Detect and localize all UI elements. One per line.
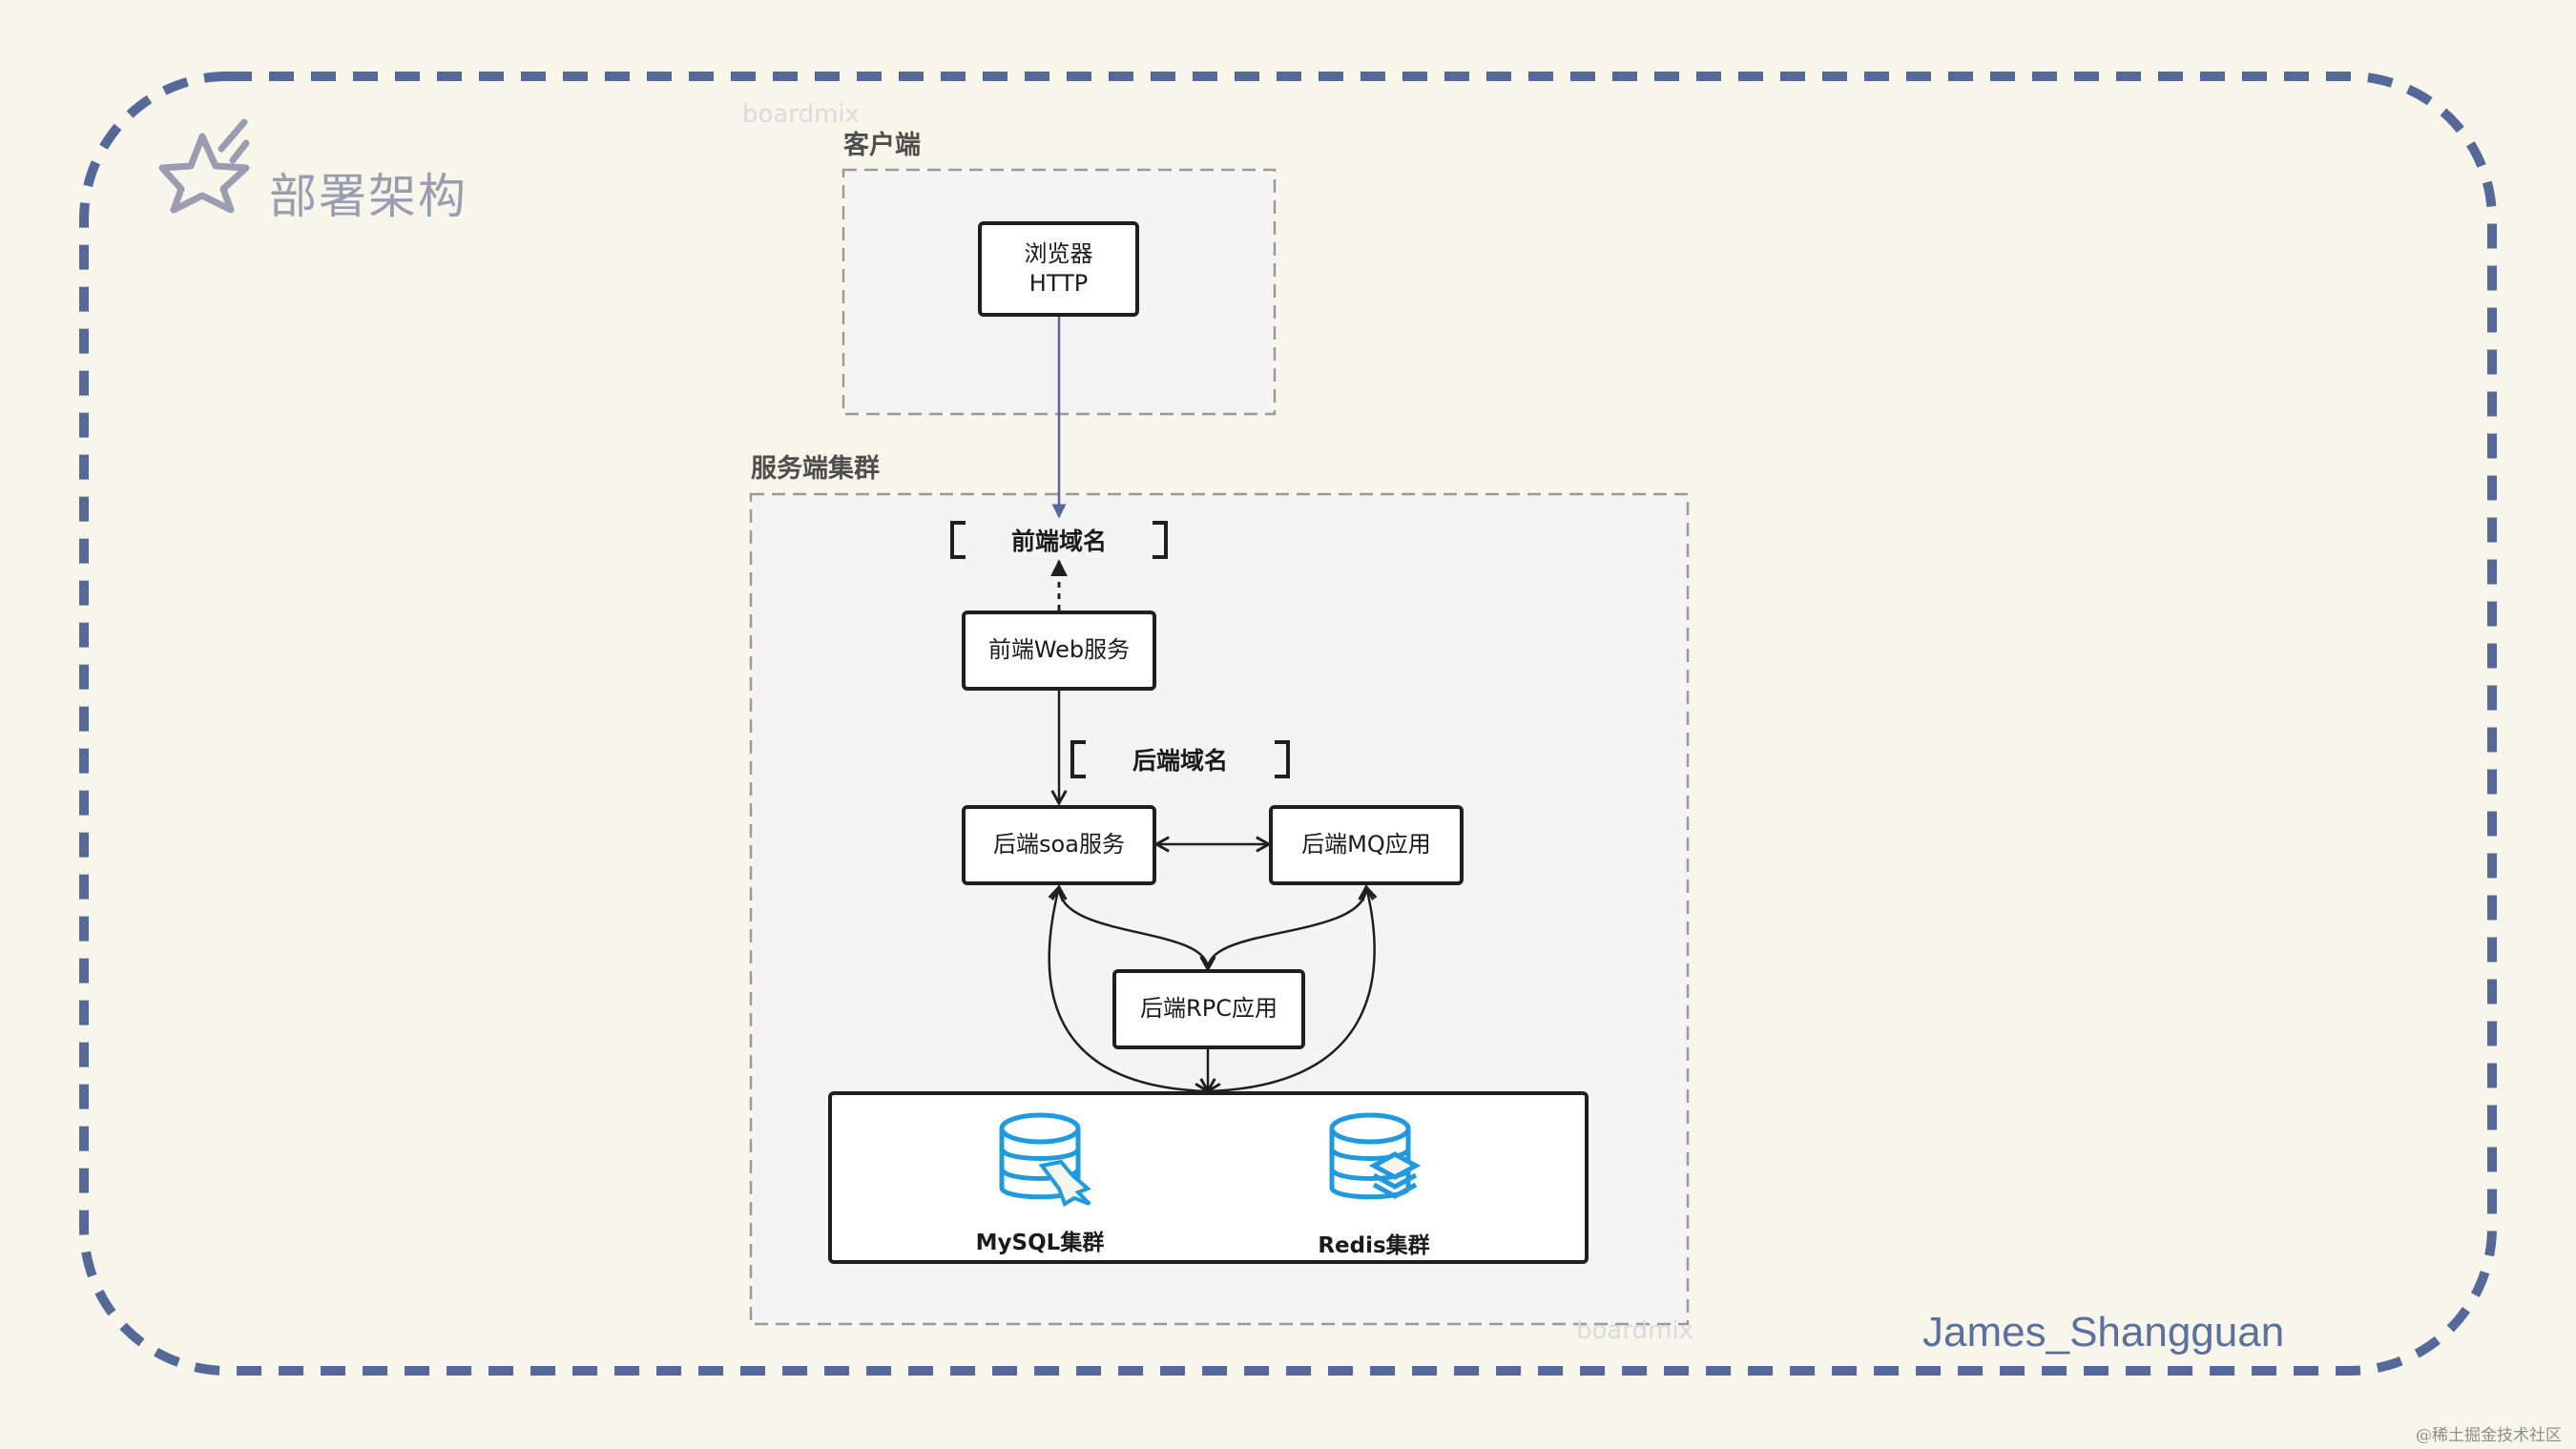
- page-title: 部署架构: [269, 169, 467, 224]
- backend-mq-label: 后端MQ应用: [1301, 831, 1431, 859]
- watermark-bottom: boardmix: [1576, 1316, 1694, 1345]
- source-credit: @稀土掘金技术社区: [2416, 1426, 2562, 1445]
- connector-mq-storage: [1208, 887, 1375, 1091]
- storage-container: [828, 1091, 1589, 1264]
- backend-rpc-label: 后端RPC应用: [1140, 995, 1278, 1023]
- frontend-web-service-node: 前端Web服务: [962, 611, 1156, 691]
- backend-rpc-node: 后端RPC应用: [1112, 969, 1305, 1049]
- star-icon: [158, 118, 250, 214]
- server-group-label: 服务端集群: [751, 454, 880, 484]
- redis-cluster-label: Redis集群: [1318, 1233, 1430, 1258]
- backend-domain-label: 后端域名: [1132, 747, 1228, 775]
- outer-dashed-frame: [79, 72, 2497, 1376]
- author-signature: James_Shangguan: [1922, 1309, 2285, 1356]
- backend-soa-label: 后端soa服务: [993, 831, 1125, 859]
- browser-node-title: 浏览器: [1024, 239, 1093, 267]
- watermark-top: boardmix: [742, 100, 861, 129]
- backend-soa-node: 后端soa服务: [962, 805, 1156, 885]
- frontend-domain-bracket-left: [950, 521, 966, 559]
- mysql-database-icon: [999, 1112, 1091, 1207]
- connector-soa-storage: [1048, 887, 1208, 1091]
- frontend-domain-bracket-right: [1153, 521, 1168, 559]
- backend-domain-bracket-left: [1070, 740, 1086, 778]
- mysql-cluster-label: MySQL集群: [975, 1231, 1105, 1255]
- browser-node: 浏览器 HTTP: [978, 221, 1139, 317]
- browser-node-protocol: HTTP: [1028, 270, 1089, 297]
- frontend-web-service-label: 前端Web服务: [987, 636, 1131, 664]
- backend-domain-bracket-right: [1275, 740, 1290, 778]
- backend-mq-node: 后端MQ应用: [1269, 805, 1464, 885]
- frontend-domain-label: 前端域名: [1010, 528, 1107, 555]
- client-group-label: 客户端: [843, 131, 921, 160]
- redis-database-icon: [1329, 1112, 1422, 1200]
